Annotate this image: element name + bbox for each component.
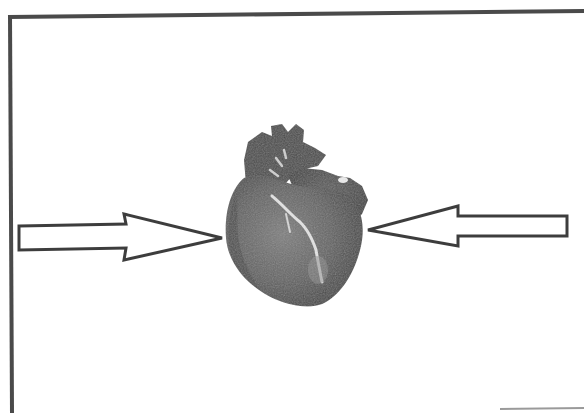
vein-highlight: [338, 177, 348, 183]
heart-illustration: [226, 124, 368, 306]
ventricles: [226, 176, 363, 307]
right-arrow: [368, 206, 567, 246]
apex-highlight: [308, 256, 328, 284]
left-arrow: [19, 214, 222, 260]
